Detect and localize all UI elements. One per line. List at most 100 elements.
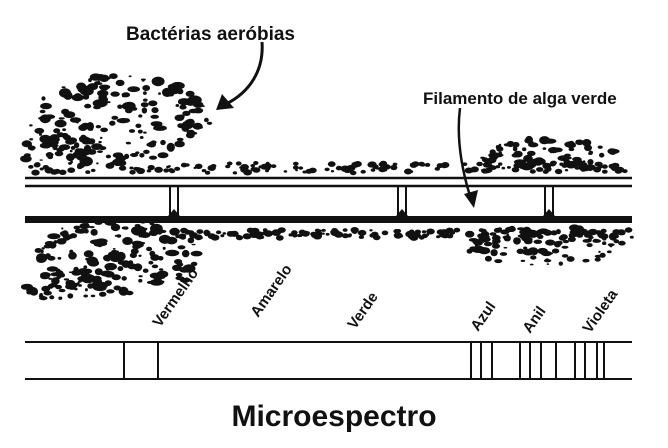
bacterium-dot — [133, 242, 144, 248]
bacterium-dot — [55, 120, 67, 128]
bacterium-dot — [129, 167, 133, 170]
bacterium-dot — [404, 169, 412, 175]
bacterium-dot — [583, 239, 592, 243]
bacterium-dot — [148, 261, 153, 265]
bacterium-dot — [223, 232, 227, 235]
bacterium-dot — [61, 93, 67, 95]
bacterium-dot — [100, 137, 103, 139]
bacterium-dot — [343, 228, 348, 232]
bacterium-dot — [124, 154, 129, 159]
bacterium-dot — [541, 251, 552, 256]
bacterium-dot — [250, 228, 259, 235]
bacterium-dot — [40, 168, 44, 171]
bacterium-dot — [358, 230, 367, 236]
bacterium-dot — [315, 229, 320, 233]
bacterium-dot — [46, 152, 54, 158]
bacterium-dot — [558, 155, 570, 161]
bacterium-dot — [576, 140, 580, 142]
bacterium-dot — [525, 236, 530, 239]
bacterium-dot — [143, 269, 149, 273]
bacterium-dot — [552, 249, 559, 254]
bacterium-dot — [347, 169, 352, 173]
bacterium-dot — [162, 88, 173, 97]
bacterium-dot — [193, 102, 203, 108]
bacterium-dot — [148, 100, 157, 106]
bacterium-dot — [117, 118, 130, 123]
bacterium-dot — [66, 153, 75, 161]
bacterium-dot — [599, 153, 604, 158]
bacterium-dot — [331, 170, 334, 172]
color-label-verde: Verde — [344, 289, 381, 332]
bacterium-dot — [211, 235, 220, 241]
bacterium-dot — [24, 153, 31, 157]
bacterium-dot — [70, 117, 81, 123]
bacterium-dot — [537, 235, 543, 240]
bacterium-dot — [38, 117, 46, 120]
bacterium-dot — [601, 229, 607, 233]
bacterium-dot — [519, 231, 523, 234]
bacterium-dot — [422, 230, 426, 233]
bacterium-dot — [174, 141, 185, 148]
bacterium-dot — [179, 115, 185, 119]
bacterium-dot — [593, 239, 599, 242]
bacterium-dot — [74, 288, 77, 291]
bacterium-dot — [437, 229, 445, 235]
bacterium-dot — [496, 146, 503, 152]
bacterium-dot — [369, 233, 375, 237]
bacterium-dot — [36, 257, 45, 263]
bacterium-dot — [465, 231, 474, 238]
bacterium-dot — [169, 252, 176, 256]
bacterium-dot — [550, 230, 557, 235]
bacterium-dot — [483, 162, 491, 168]
bacterium-dot — [99, 75, 109, 82]
bacterium-dot — [625, 227, 633, 232]
bacterium-dot — [48, 278, 52, 280]
bacterium-dot — [346, 234, 351, 238]
bacterium-dot — [40, 250, 44, 253]
bacterium-dot — [160, 140, 166, 145]
bacterium-dot — [130, 153, 138, 157]
bacterium-dot — [22, 284, 33, 290]
bacterium-dot — [70, 150, 73, 153]
bacterium-dot — [74, 226, 81, 230]
bacterium-dot — [106, 289, 114, 293]
bacterium-dot — [598, 146, 603, 149]
bacterium-dot — [113, 152, 124, 158]
bacterium-dot — [587, 243, 593, 247]
bacterium-dot — [602, 164, 608, 168]
bacterium-dot — [410, 162, 418, 168]
bacterium-dot — [98, 141, 101, 143]
bacterium-dot — [59, 117, 65, 119]
bacterium-dot — [117, 105, 122, 109]
bacterium-dot — [425, 163, 431, 167]
bacterium-dot — [68, 162, 72, 165]
bacterium-dot — [158, 92, 161, 95]
bacterium-dot — [595, 255, 603, 258]
bacterium-dot — [179, 105, 186, 110]
bacterium-dot — [562, 246, 569, 249]
bacterium-dot — [125, 108, 133, 113]
bacterium-dot — [602, 170, 608, 174]
bacterium-dot — [162, 281, 165, 284]
bacterium-dot — [205, 230, 209, 233]
bacterium-dot — [67, 293, 73, 298]
bacterium-dot — [524, 138, 529, 143]
bacterium-dot — [313, 233, 322, 239]
bacterium-dot — [166, 166, 170, 169]
bacterium-dot — [514, 151, 523, 158]
bacterium-dot — [91, 169, 96, 172]
bacterium-dot — [77, 165, 83, 169]
bacterium-dot — [146, 247, 152, 251]
bacterium-dot — [51, 142, 53, 144]
bacterium-dot — [61, 227, 63, 229]
bacterium-dot — [530, 169, 536, 173]
bacterium-dot — [536, 167, 543, 172]
bacterium-dot — [122, 226, 129, 229]
bacterium-dot — [106, 163, 115, 169]
bacterium-dot — [284, 170, 288, 173]
bacterium-dot — [119, 287, 129, 296]
bacterium-dot — [49, 295, 54, 299]
bacterium-dot — [149, 156, 157, 160]
bacterium-dot — [47, 256, 55, 261]
bacterium-dot — [299, 230, 306, 235]
